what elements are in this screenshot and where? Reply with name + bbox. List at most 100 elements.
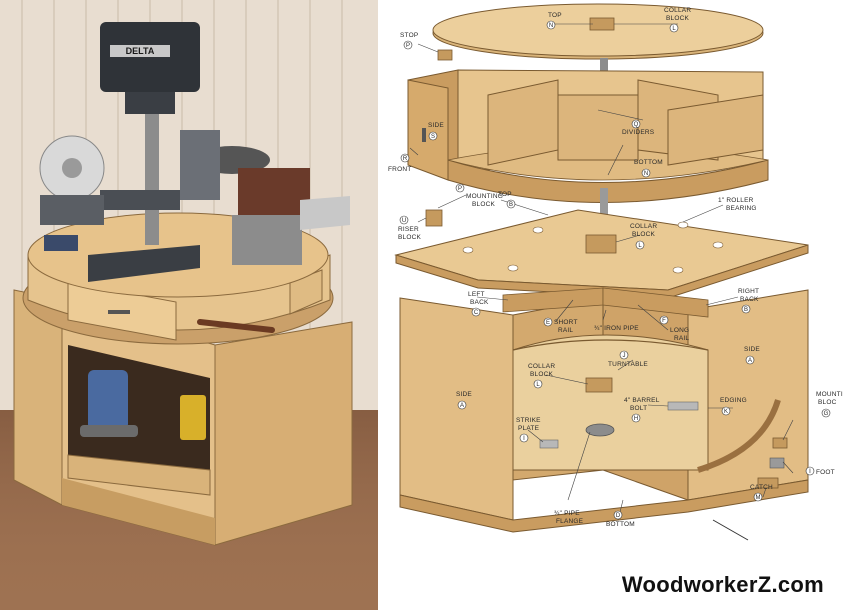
label-mounting-block: MOUNTING [466, 193, 503, 200]
tag-collar-block-lower: L [536, 382, 540, 388]
label-collar-block-middle-2: BLOCK [632, 231, 656, 238]
turntable-platform [512, 334, 709, 471]
tag-circle-short-rail [543, 317, 553, 327]
label-side-upper: SIDE [428, 122, 444, 129]
yellow-tool [180, 395, 206, 440]
upper-bottom-disc-edge [447, 159, 769, 203]
label-collar-block-lower-2: BLOCK [530, 371, 554, 378]
label-roller-bearing: 1" ROLLER [718, 197, 754, 204]
tag-circle-side-right [745, 355, 755, 365]
label-right-back-2: BACK [740, 296, 759, 303]
middle-top-plate-edge [395, 244, 809, 299]
label-top-upper: TOP [548, 12, 562, 19]
label-strike-plate: STRIKE [516, 417, 541, 424]
tag-circle-edging [721, 406, 731, 416]
exploded-diagram: TOP N COLLAR BLOCK L STOP P SIDE S DIVID… [378, 0, 848, 610]
disc-sander-body [180, 130, 220, 200]
catch [757, 477, 779, 489]
drill-press-motor-housing [125, 92, 175, 114]
turntable-arc [512, 339, 709, 351]
tag-circle-foot [805, 466, 815, 476]
tag-circle-strike-plate [519, 433, 529, 443]
tag-front: R [403, 156, 408, 162]
tag-circle-collar-upper [669, 23, 679, 33]
roller-bearings [462, 221, 724, 274]
tag-circle-side-upper [428, 131, 438, 141]
tag-catch: M [756, 495, 761, 501]
label-mounting-block-2: BLOCK [472, 201, 496, 208]
label-iron-pipe: ¾" IRON PIPE [594, 325, 639, 332]
tag-bottom-lower: D [616, 513, 621, 519]
tag-turntable: J [623, 353, 626, 359]
router-tool [88, 370, 128, 430]
tag-circle-collar-middle [635, 240, 645, 250]
label-bottom-upper: BOTTOM [634, 159, 663, 166]
tag-dividers: Q [634, 122, 639, 128]
drill-press-column [145, 110, 159, 245]
lower-mounting-block [772, 437, 788, 449]
tag-circle-mounting-lower [821, 408, 831, 418]
tag-barrel-bolt: H [634, 416, 638, 422]
label-right-back: RIGHT [738, 288, 759, 295]
tag-circle-barrel-bolt [631, 413, 641, 423]
drill-press-brand: DELTA [126, 46, 155, 56]
label-side-right: SIDE [744, 346, 760, 353]
belt-sander-housing [232, 215, 302, 265]
label-barrel-bolt-2: BOLT [630, 405, 647, 412]
screw [712, 519, 749, 541]
tag-mounting-block-lower: G [824, 411, 829, 417]
leader-lines [409, 23, 794, 521]
label-turntable: TURNTABLE [608, 361, 648, 368]
label-barrel-bolt: 4" BARREL [624, 397, 660, 404]
tag-right-back: B [744, 307, 748, 313]
tag-mounting-block: P [458, 186, 462, 192]
watermark: WoodworkerZ.com [621, 572, 824, 597]
foot [769, 457, 785, 469]
tag-circle-right-back [741, 304, 751, 314]
tag-short-rail: E [546, 320, 550, 326]
label-edging: EDGING [720, 397, 747, 404]
label-side-left: SIDE [456, 391, 472, 398]
tag-left-back: C [474, 310, 479, 316]
tag-long-rail: F [662, 318, 666, 324]
tag-stop: P [406, 43, 410, 49]
grinder-hub [62, 158, 82, 178]
upper-pipe [600, 58, 608, 80]
label-long-rail-2: RAIL [674, 335, 689, 342]
label-left-back-2: BACK [470, 299, 489, 306]
belt-sander-table [300, 196, 350, 230]
stop-block [437, 49, 453, 61]
tag-circle-collar-lower [533, 379, 543, 389]
label-riser-block-2: BLOCK [398, 234, 422, 241]
label-collar-block-upper-2: BLOCK [666, 15, 690, 22]
tag-collar-block-upper: L [672, 26, 676, 32]
label-bottom-lower: BOTTOM [606, 521, 635, 528]
tag-circle-side-left [457, 400, 467, 410]
tag-circle-top-upper [546, 20, 556, 30]
tag-circle-bottom-lower [613, 510, 623, 520]
label-pipe-flange: ¾" PIPE [554, 510, 580, 517]
tag-top-upper: N [549, 23, 553, 29]
label-roller-bearing-2: BEARING [726, 205, 757, 212]
screwdriver [197, 319, 275, 333]
tag-side-upper: S [431, 134, 435, 140]
drawer-handle [108, 310, 130, 314]
label-top-middle: TOP [498, 191, 512, 198]
tag-circle-long-rail [659, 315, 669, 325]
barrel-bolt [667, 401, 699, 411]
cabinet-bottom [399, 479, 809, 533]
label-short-rail-2: RAIL [558, 327, 573, 334]
router-base [80, 425, 138, 437]
drill-press-base [88, 245, 200, 282]
toe-kick [62, 478, 215, 545]
label-dividers: DIVIDERS [622, 129, 655, 136]
upper-collar-block [589, 17, 615, 31]
tag-top-middle: B [509, 202, 513, 208]
label-pipe-flange-2: FLANGE [556, 518, 584, 525]
label-catch: CATCH [750, 484, 773, 491]
strike-plate [539, 439, 559, 449]
divider-panels [487, 79, 764, 166]
tag-circle-top-middle [506, 199, 516, 209]
tag-circle-catch [753, 492, 763, 502]
tag-circle-dividers [631, 119, 641, 129]
